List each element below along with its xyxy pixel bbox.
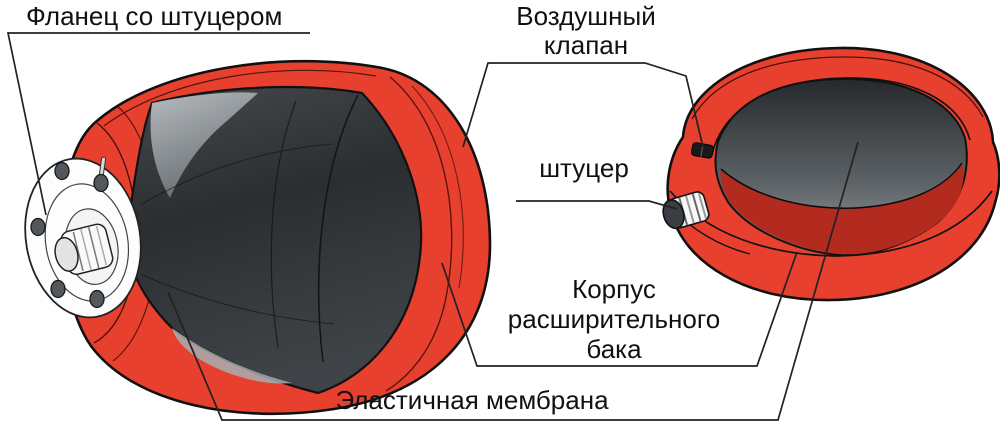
fitting-thread-ridge bbox=[87, 227, 100, 269]
fitting-thread-ridge bbox=[80, 228, 92, 271]
flange-bolt bbox=[30, 217, 46, 237]
tank-body-label: Корпус расширительного бака bbox=[507, 274, 721, 364]
membrane-funnel-line bbox=[141, 274, 335, 325]
dome-contour-arc bbox=[385, 76, 453, 392]
membrane-lip-highlight-bottom bbox=[172, 328, 292, 384]
air-valve-label: Воздушный клапан bbox=[516, 1, 656, 60]
flange-bolt bbox=[93, 173, 109, 193]
dome-contour-arc bbox=[411, 85, 464, 289]
expansion-tank-cutaway-left bbox=[24, 59, 492, 416]
flange-bolt bbox=[54, 161, 70, 181]
fitting-face bbox=[54, 236, 79, 272]
flange-leader-line bbox=[6, 32, 310, 216]
fitting-thread-ridge bbox=[697, 193, 707, 219]
membrane-dome-arc bbox=[317, 94, 359, 363]
membrane-leader-line bbox=[167, 141, 859, 421]
flange-bolt bbox=[89, 289, 105, 309]
tank-body-leader-line bbox=[441, 251, 798, 367]
fitting-thread-ridge bbox=[691, 193, 702, 222]
flange bbox=[24, 156, 142, 319]
flange-label: Фланец со штуцером bbox=[26, 1, 283, 31]
membrane-label: Эластичная мембрана bbox=[335, 385, 609, 415]
membrane-lip-highlight bbox=[150, 92, 258, 198]
fitting-thread-ridge bbox=[95, 226, 108, 266]
membrane-dome-arc bbox=[270, 100, 297, 349]
membrane-funnel-line bbox=[139, 143, 333, 206]
rim-contour-arc bbox=[691, 56, 984, 120]
fitting-leader-line bbox=[516, 200, 678, 210]
fitting-thread-ridge bbox=[72, 231, 84, 272]
shell-top-edge-line bbox=[103, 69, 377, 127]
air-valve-leader-line bbox=[462, 62, 704, 148]
fitting-label: штуцер bbox=[539, 153, 629, 183]
flange-bolt bbox=[50, 279, 66, 299]
flange-fitting-boss bbox=[54, 223, 114, 276]
leader-lines bbox=[6, 32, 859, 421]
expansion-tank-cap-right bbox=[662, 46, 1000, 302]
body-flare-arc bbox=[669, 190, 993, 257]
fitting-thread-ridge bbox=[685, 195, 695, 224]
tank-floor-edge bbox=[720, 162, 963, 209]
